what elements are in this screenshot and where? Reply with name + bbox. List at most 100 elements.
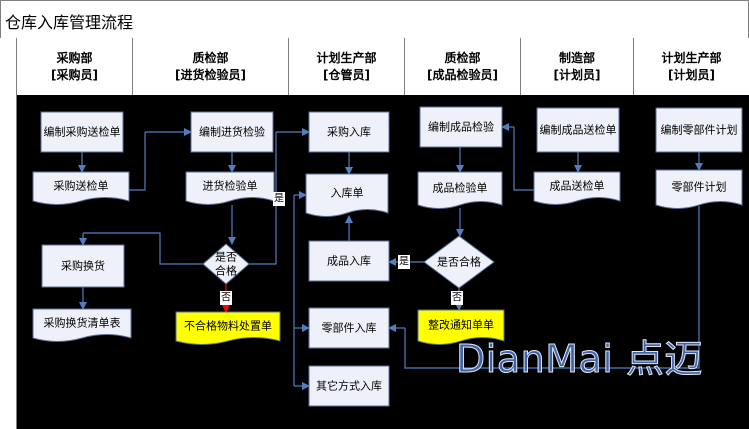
document-shape bbox=[32, 308, 132, 342]
process-shape bbox=[40, 111, 124, 153]
document-box-inbound_doc: 入库单 bbox=[305, 173, 389, 217]
process-box-compile_finished_inspection: 编制成品检验 bbox=[419, 106, 503, 148]
process-box-other_inbound: 其它方式入库 bbox=[308, 365, 390, 407]
lane-role: [仓管员] bbox=[323, 67, 370, 82]
connector-line bbox=[249, 132, 277, 265]
branch-labels: 是否 是否 bbox=[220, 192, 463, 305]
process-box-compile_parts_plan: 编制零部件计划 bbox=[655, 107, 743, 153]
document-box-finished_inspection_doc: 成品检验单 bbox=[417, 171, 503, 209]
document-shape bbox=[417, 171, 503, 209]
process-box-purchase_inbound: 采购入库 bbox=[308, 111, 390, 153]
process-shape bbox=[41, 244, 125, 288]
lane-dept: 计划生产部 bbox=[316, 50, 377, 65]
decision-is_qualified: 是否合格 bbox=[202, 243, 250, 285]
document-shape bbox=[185, 171, 275, 205]
document-shape bbox=[533, 171, 621, 205]
node-label: 成品检验单 bbox=[433, 181, 488, 195]
node-label: 成品入库 bbox=[327, 255, 371, 268]
watermark: DianMai 点迈 bbox=[456, 337, 703, 382]
page-title: 仓库入库管理流程 bbox=[5, 13, 134, 32]
node-label: 是 bbox=[399, 256, 409, 268]
document-shape bbox=[655, 169, 743, 209]
process-box-compile_purchase_inspection: 编制采购送检单 bbox=[40, 111, 124, 153]
node-label: 是否 bbox=[215, 251, 237, 264]
lane-role: [采购员] bbox=[51, 67, 98, 82]
process-box-purchase_exchange: 采购换货 bbox=[41, 244, 125, 288]
node-label: 否 bbox=[452, 292, 462, 304]
swimlane-header: 采购部[采购员] 质检部 [进货检验员] 计划生产部 [仓管员] 质检部 [成品检验员… bbox=[17, 38, 749, 95]
process-shape bbox=[655, 107, 743, 153]
process-box-finished_inbound: 成品入库 bbox=[308, 240, 390, 282]
label-bg bbox=[398, 255, 410, 269]
process-shape bbox=[190, 111, 274, 153]
node-label: 采购换货 bbox=[61, 259, 105, 273]
left-margin-bar bbox=[0, 38, 17, 429]
document-box-finished_submission_doc: 成品送检单 bbox=[533, 171, 621, 205]
node-label: 编制采购送检单 bbox=[44, 125, 121, 139]
connector-line bbox=[404, 206, 700, 369]
decision-is_passed: 是否合格 bbox=[423, 235, 495, 289]
lane-header-3: 计划生产部 [仓管员] bbox=[289, 38, 405, 95]
lane-header-4: 质检部 [成品检验员] bbox=[405, 38, 521, 95]
decision-shape bbox=[202, 243, 250, 285]
branch-label-yes: 是 bbox=[398, 255, 410, 269]
process-shape bbox=[308, 240, 390, 282]
node-label: 成品送检单 bbox=[550, 179, 605, 193]
node-label: 是 bbox=[274, 193, 284, 205]
node-label: 零部件计划 bbox=[672, 180, 727, 194]
process-shape bbox=[308, 365, 390, 407]
title-bar: 仓库入库管理流程 bbox=[0, 0, 749, 39]
lane-header-6: 计划生产部 [计划员] bbox=[634, 38, 749, 95]
node-label: 编制进货检验 bbox=[199, 125, 265, 139]
connector-line bbox=[513, 127, 534, 191]
lane-role: [计划员] bbox=[553, 67, 601, 82]
node-label: 编制零部件计划 bbox=[661, 123, 738, 137]
node-label: 入库单 bbox=[331, 187, 364, 200]
label-bg bbox=[220, 291, 232, 305]
document-box-purchase_exchange_list: 采购换货清单表 bbox=[32, 308, 132, 342]
process-box-parts_inbound: 零部件入库 bbox=[308, 307, 390, 349]
document-box-incoming_inspection_doc: 进货检验单 bbox=[185, 171, 275, 205]
branch-label-no: 否 bbox=[220, 291, 232, 305]
node-label: 整改通知单单 bbox=[428, 318, 494, 332]
node-label: 不合格物料处置单 bbox=[184, 319, 272, 333]
connector-line bbox=[129, 132, 146, 191]
node-label: 否 bbox=[221, 292, 231, 304]
document-box-rectification_notice: 整改通知单单 bbox=[417, 309, 505, 345]
decision-shape bbox=[423, 235, 495, 289]
process-shape bbox=[419, 106, 503, 148]
lane-header-1: 采购部[采购员] bbox=[17, 38, 133, 95]
lane-dept: 制造部 bbox=[558, 50, 595, 65]
lane-role: [计划员] bbox=[668, 67, 715, 82]
process-box-compile_finished_submission: 编制成品送检单 bbox=[536, 107, 620, 153]
node-label: 采购入库 bbox=[327, 125, 371, 139]
node-label: 是否合格 bbox=[437, 255, 481, 269]
document-shape bbox=[305, 173, 389, 217]
node-label: 合格 bbox=[215, 264, 237, 278]
connectors bbox=[78, 123, 703, 390]
branch-label-yes: 是 bbox=[273, 192, 285, 206]
document-box-nonconforming_doc: 不合格物料处置单 bbox=[175, 311, 281, 345]
node-label: 进货检验单 bbox=[203, 179, 258, 193]
lane-dept: 质检部 bbox=[444, 50, 481, 65]
process-shape bbox=[308, 111, 390, 153]
lane-role: [进货检验员] bbox=[175, 67, 246, 82]
document-shape bbox=[175, 311, 281, 345]
connector-line bbox=[83, 232, 203, 265]
lane-dept: 质检部 bbox=[192, 50, 229, 65]
node-label: 编制成品送检单 bbox=[540, 123, 617, 137]
node-label: 其它方式入库 bbox=[316, 379, 382, 393]
node-label: 采购换货清单表 bbox=[44, 316, 121, 330]
document-shape bbox=[417, 309, 505, 345]
lane-dept: 计划生产部 bbox=[661, 50, 722, 65]
process-shape bbox=[536, 107, 620, 153]
label-bg bbox=[273, 192, 285, 206]
lane-header-2: 质检部 [进货检验员] bbox=[133, 38, 289, 95]
process-box-compile_incoming_inspection: 编制进货检验 bbox=[190, 111, 274, 153]
process-shape bbox=[308, 307, 390, 349]
label-bg bbox=[451, 291, 463, 305]
document-shape bbox=[32, 171, 130, 205]
lane-role: [成品检验员] bbox=[427, 67, 498, 82]
